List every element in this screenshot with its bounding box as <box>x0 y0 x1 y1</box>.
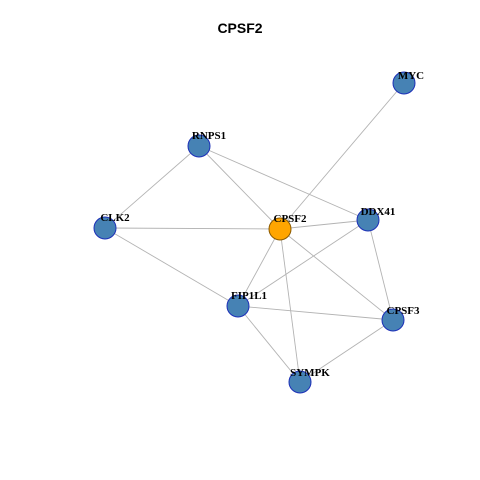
node-cpsf2 <box>268 217 292 241</box>
edge-rnps1-clk2 <box>104 145 200 229</box>
node-label-sympk: SYMPK <box>290 367 330 379</box>
edge-cpsf3-sympk <box>299 319 394 383</box>
node-clk2 <box>93 216 117 240</box>
node-rnps1 <box>187 134 211 158</box>
edge-rnps1-ddx41 <box>198 145 369 221</box>
node-label-myc: MYC <box>398 70 424 82</box>
node-sympk <box>288 370 312 394</box>
edge-cpsf2-rnps1 <box>198 145 281 230</box>
diagram-title: CPSF2 <box>217 20 263 36</box>
node-fip1l1 <box>226 294 250 318</box>
node-ddx41 <box>356 208 380 232</box>
edge-cpsf2-ddx41 <box>279 219 369 230</box>
node-label-ddx41: DDX41 <box>361 206 396 218</box>
edge-layer <box>104 82 405 383</box>
node-label-clk2: CLK2 <box>100 212 130 224</box>
node-label-cpsf2: CPSF2 <box>274 213 308 225</box>
edge-fip1l1-cpsf3 <box>237 305 394 321</box>
edge-fip1l1-sympk <box>237 305 301 383</box>
edge-ddx41-fip1l1 <box>237 219 369 307</box>
node-label-fip1l1: FIP1L1 <box>231 290 267 302</box>
edge-clk2-fip1l1 <box>104 227 239 307</box>
edge-cpsf2-cpsf3 <box>279 228 394 321</box>
node-label-rnps1: RNPS1 <box>192 130 226 142</box>
edge-cpsf2-clk2 <box>104 227 281 230</box>
edge-cpsf2-myc <box>279 82 405 230</box>
node-cpsf3 <box>381 308 405 332</box>
node-label-cpsf3: CPSF3 <box>387 305 421 317</box>
edge-ddx41-cpsf3 <box>367 219 394 321</box>
edge-cpsf2-sympk <box>279 228 301 383</box>
node-myc <box>392 71 416 95</box>
edge-cpsf2-fip1l1 <box>237 228 281 307</box>
